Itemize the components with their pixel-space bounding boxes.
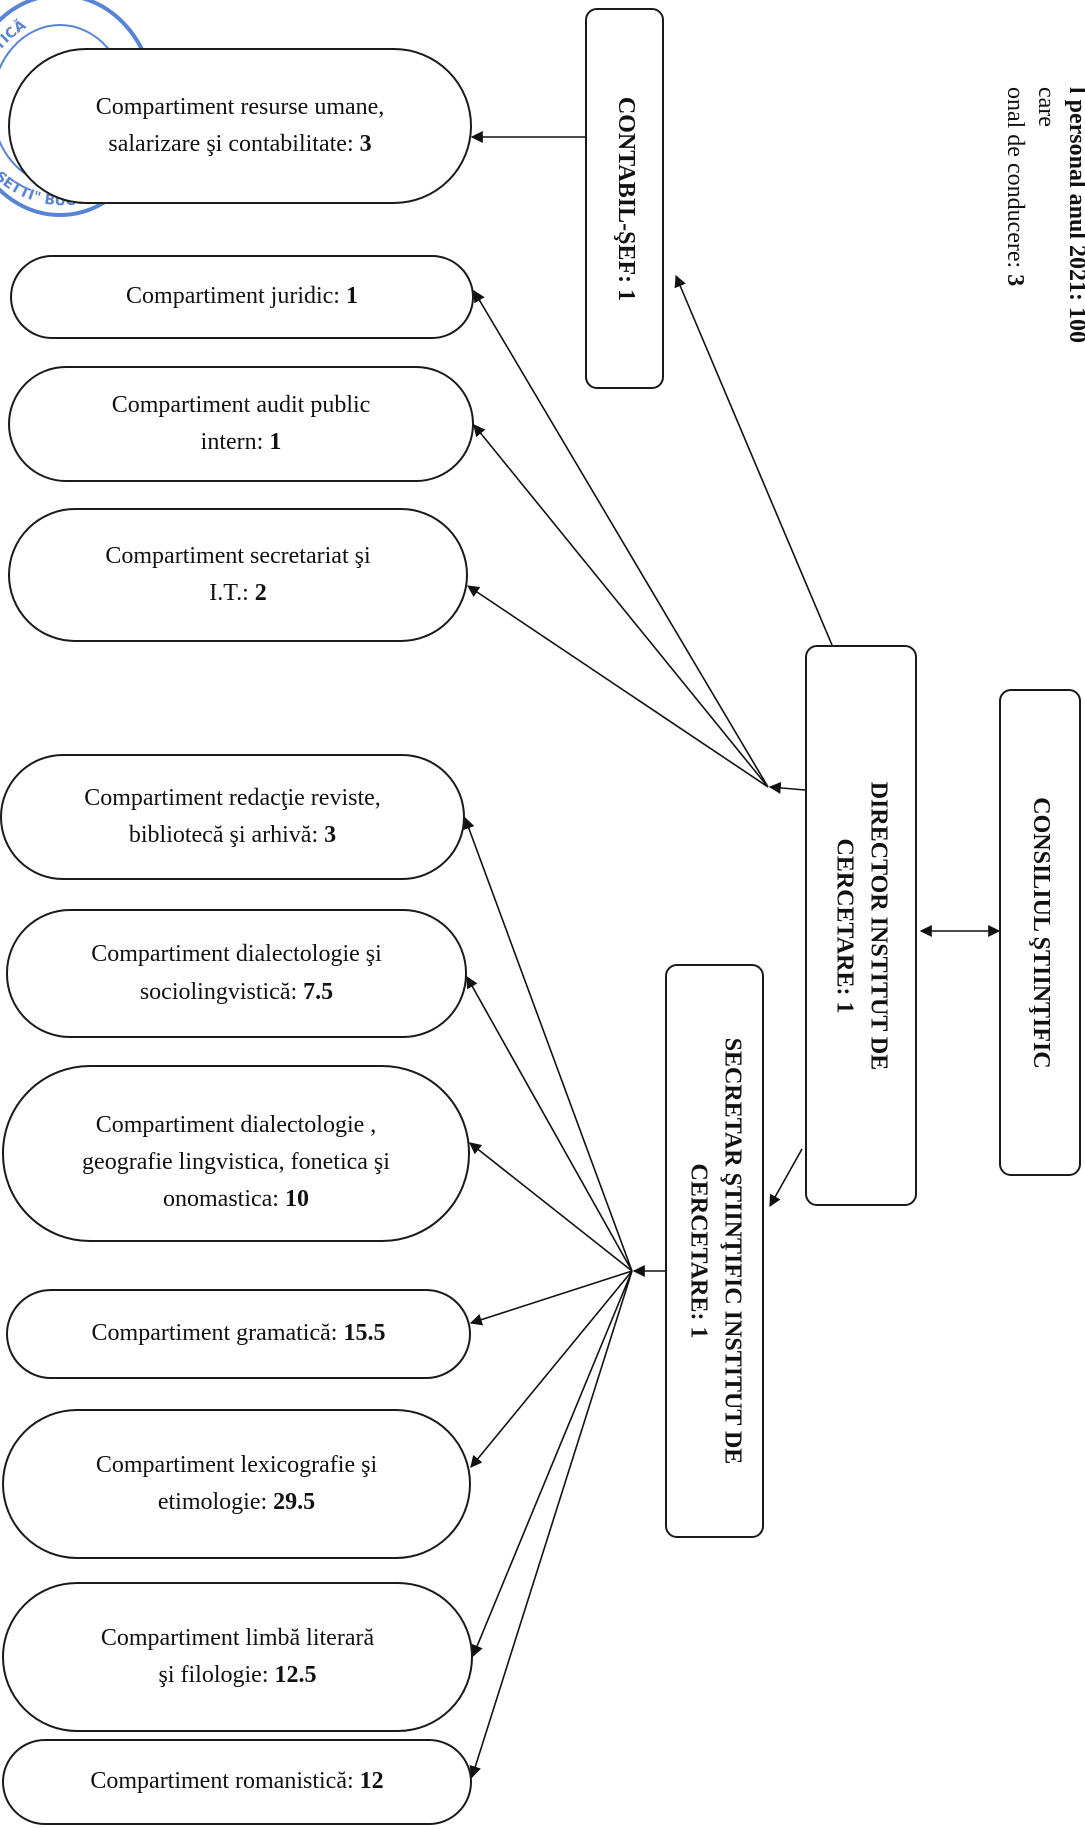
contabil-sef-label: CONTABIL-ŞEF: bbox=[612, 96, 639, 283]
dept-count: 12 bbox=[359, 1768, 384, 1795]
dept-line: bibliotecă şi arhivă: bbox=[128, 822, 319, 848]
dept-romanistica: Compartiment romanistică: 12 bbox=[2, 1739, 472, 1825]
dept-line: Compartiment romanistică: bbox=[90, 1768, 354, 1795]
dept-line: geografie lingvistica, fonetica şi bbox=[82, 1149, 390, 1176]
dept-line: intern: bbox=[200, 429, 264, 455]
arrow-director-to-secretar bbox=[769, 1148, 803, 1208]
dept-count: 1 bbox=[345, 283, 358, 310]
arrow-hub-to-lexicografie bbox=[470, 1270, 633, 1468]
dept-dialectologie-geografie: Compartiment dialectologie , geografie li… bbox=[2, 1065, 470, 1242]
dept-count: 3 bbox=[324, 822, 337, 848]
arrow-hub-to-secretariat bbox=[467, 585, 769, 788]
dept-count: 7.5 bbox=[303, 978, 334, 1005]
director-box: DIRECTOR INSTITUT DE CERCETARE: 1 bbox=[805, 645, 917, 1206]
arrow-hub-to-geografie bbox=[469, 1142, 633, 1272]
summary-line-2: care bbox=[1032, 86, 1059, 127]
arrow-hub-to-limba-literara bbox=[471, 1270, 633, 1658]
dept-juridic: Compartiment juridic: 1 bbox=[10, 255, 474, 339]
dept-limba-literara-filologie: Compartiment limbă literară şi filologie:… bbox=[2, 1582, 473, 1732]
consiliul-stiintific-label: CONSILIUL ŞTIINŢIFIC bbox=[1027, 796, 1054, 1069]
dept-line: etimologie: bbox=[157, 1489, 268, 1515]
secretar-title-line-1: SECRETAR ŞTIINŢIFIC INSTITUT DE bbox=[719, 1037, 746, 1465]
dept-line: Compartiment resurse umane, bbox=[95, 93, 385, 120]
dept-line: şi filologie: bbox=[158, 1662, 269, 1688]
dept-count: 10 bbox=[284, 1186, 309, 1213]
dept-line: Compartiment limbă literară bbox=[100, 1624, 375, 1651]
dept-count: 2 bbox=[254, 580, 267, 606]
dept-secretariat-it: Compartiment secretariat şi I.T.: 2 bbox=[8, 508, 468, 642]
dept-line: Compartiment juridic: bbox=[126, 283, 340, 310]
dept-line: Compartiment gramatică: bbox=[91, 1320, 338, 1347]
staff-summary: l personal anul 2021: 100 care onal de c… bbox=[985, 87, 1085, 343]
arrow-hub-to-romanistica bbox=[469, 1270, 633, 1779]
dept-gramatica: Compartiment gramatică: 15.5 bbox=[6, 1289, 471, 1379]
arrow-hub-to-audit bbox=[473, 424, 769, 788]
dept-dialectologie-sociolingvistica: Compartiment dialectologie şi sociolingvi… bbox=[6, 909, 467, 1038]
dept-count: 15.5 bbox=[343, 1320, 386, 1347]
arrow-director-to-contabil bbox=[674, 274, 833, 646]
dept-count: 1 bbox=[269, 429, 282, 455]
dept-line: onomastica: bbox=[163, 1186, 279, 1213]
dept-count: 29.5 bbox=[273, 1489, 316, 1515]
dept-audit-public-intern: Compartiment audit public intern: 1 bbox=[8, 366, 474, 482]
arrow-hub-to-gramatica bbox=[469, 1270, 633, 1326]
summary-line-1-label: l personal anul 2021: bbox=[1063, 87, 1085, 302]
dept-line: Compartiment redacţie reviste, bbox=[84, 784, 381, 811]
summary-line-1-value: 100 bbox=[1063, 307, 1085, 344]
dept-line: Compartiment dialectologie , bbox=[95, 1112, 377, 1138]
dept-line: salarizare şi contabilitate: bbox=[108, 131, 354, 157]
consiliul-stiintific-box: CONSILIUL ŞTIINŢIFIC bbox=[999, 689, 1081, 1176]
arrow-hub-to-sociolingvistica bbox=[466, 975, 633, 1272]
secretar-title-line-2: CERCETARE: bbox=[685, 1163, 712, 1321]
director-title-line-2: CERCETARE: bbox=[832, 838, 858, 995]
secretar-count: 1 bbox=[685, 1326, 712, 1339]
arrow-hub-to-redactie bbox=[463, 816, 633, 1272]
contabil-sef-box: CONTABIL-ŞEF: 1 bbox=[585, 8, 664, 389]
dept-resurse-umane: Compartiment resurse umane, salarizare şi… bbox=[8, 48, 472, 204]
dept-line: Compartiment secretariat şi bbox=[105, 542, 371, 569]
dept-line: Compartiment lexicografie şi bbox=[95, 1451, 378, 1478]
arrow-director-to-hub bbox=[768, 781, 806, 794]
dept-count: 3 bbox=[359, 131, 372, 157]
summary-line-3-label: onal de conducere: bbox=[1001, 86, 1028, 275]
dept-redactie-reviste: Compartiment redacţie reviste, bibliotecă… bbox=[0, 754, 465, 880]
contabil-sef-count: 1 bbox=[612, 288, 639, 301]
dept-line: Compartiment audit public bbox=[111, 391, 371, 418]
summary-line-3-value: 3 bbox=[1001, 274, 1028, 287]
dept-count: 12.5 bbox=[274, 1662, 317, 1688]
director-count: 1 bbox=[832, 1000, 858, 1013]
dept-line: Compartiment dialectologie şi bbox=[91, 941, 382, 968]
director-title-line-1: DIRECTOR INSTITUT DE bbox=[865, 781, 892, 1070]
secretar-stiintific-box: SECRETAR ŞTIINŢIFIC INSTITUT DE CERCETAR… bbox=[665, 964, 764, 1538]
dept-line: I.T.: bbox=[209, 580, 249, 606]
dept-line: sociolingvistică: bbox=[139, 978, 298, 1005]
